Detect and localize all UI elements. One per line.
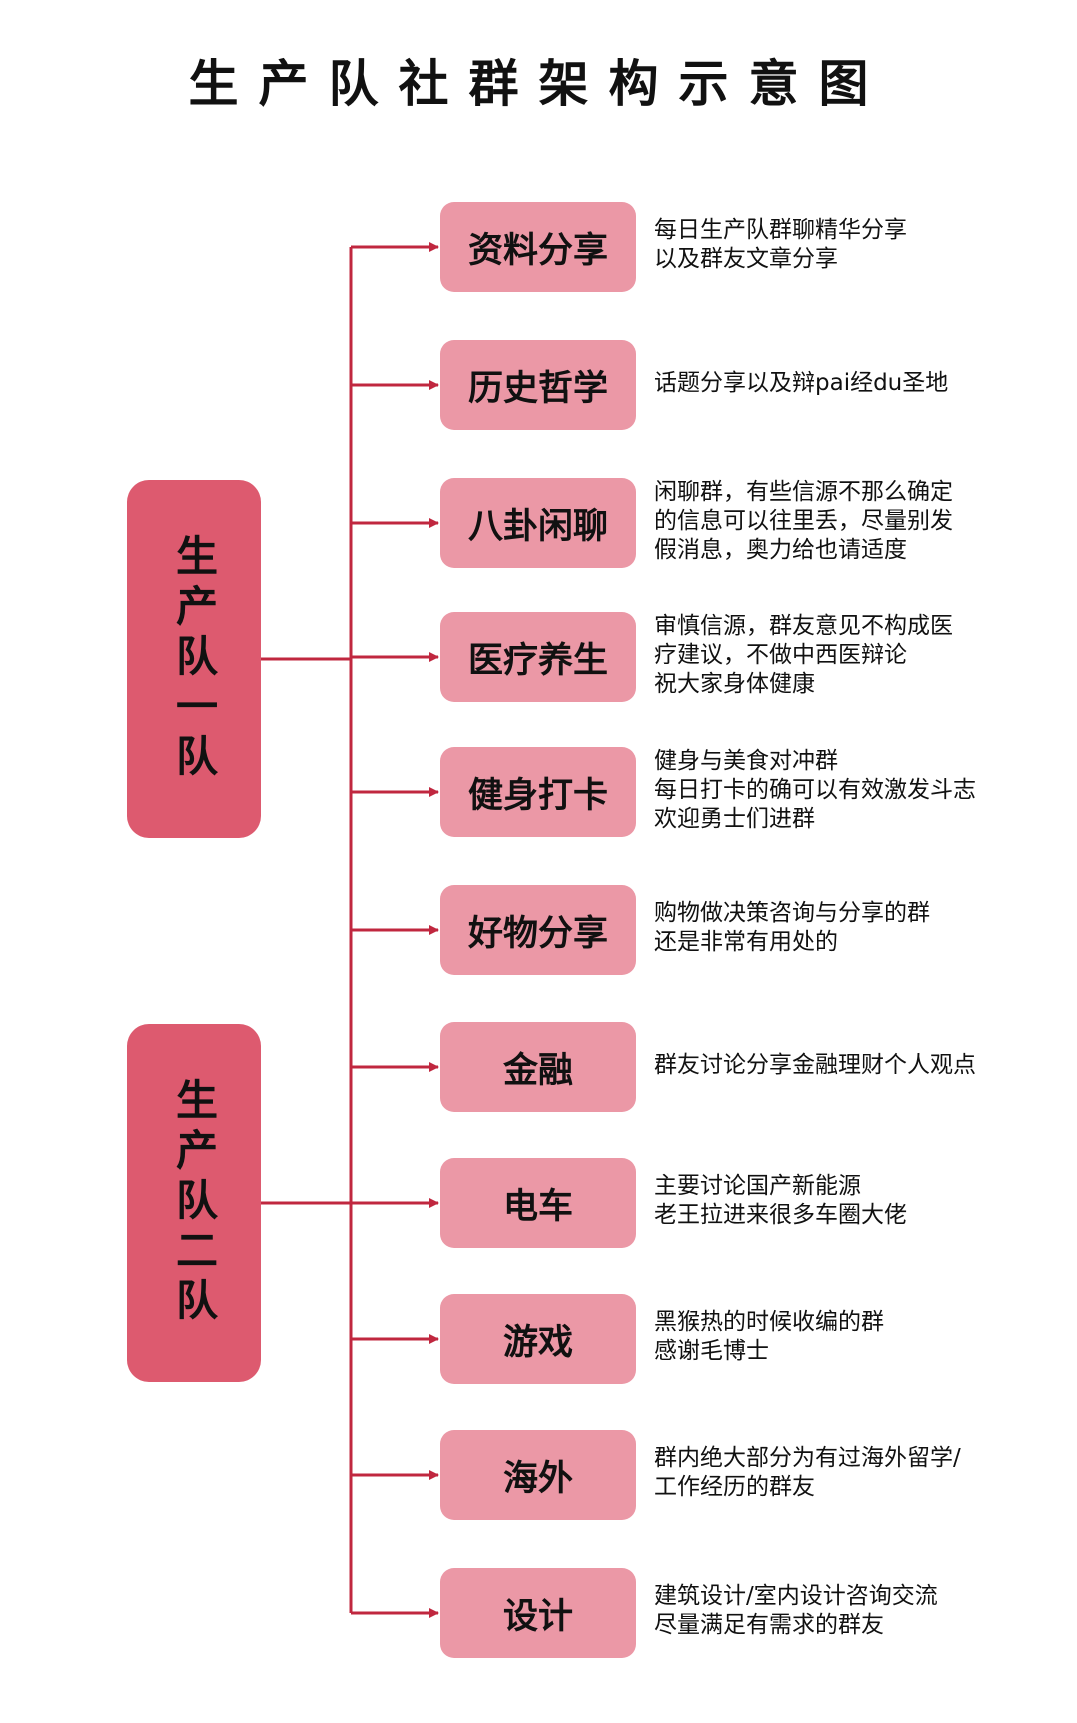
category-label: 好物分享 [467,913,608,954]
category-description: 群内绝大部分为有过海外留学/工作经历的群友 [654,1444,1014,1502]
category-box: 医疗养生 [440,612,636,702]
team-box-1: 生产队一队 [127,480,261,838]
description-line: 健身与美食对冲群 [654,747,838,774]
description-line: 工作经历的群友 [654,1474,815,1500]
description-line: 黑猴热的时候收编的群 [654,1309,884,1335]
category-label: 海外 [502,1458,573,1499]
category-label: 历史哲学 [467,368,608,409]
description-line: 建筑设计/室内设计咨询交流 [654,1583,938,1609]
category-description: 话题分享以及辩pai经du圣地 [654,369,1014,398]
category-label: 设计 [502,1596,573,1637]
category-description: 闲聊群，有些信源不那么确定的信息可以往里丢，尽量别发假消息，奥力给也请适度 [654,478,1014,565]
team-label: 生产队一队 [169,534,219,784]
description-line: 假消息，奥力给也请适度 [654,536,907,563]
category-box: 健身打卡 [440,747,636,837]
category-label: 资料分享 [467,230,608,271]
team-box-2: 生产队二队 [127,1024,261,1382]
description-line: 主要讨论国产新能源 [654,1173,861,1199]
category-description: 黑猴热的时候收编的群感谢毛博士 [654,1308,1014,1366]
description-line: 的信息可以往里丢，尽量别发 [654,507,953,534]
description-line: 尽量满足有需求的群友 [654,1612,884,1638]
page-title: 生产队社群架构示意图 [188,55,889,113]
category-description: 审慎信源，群友意见不构成医疗建议，不做中西医辩论祝大家身体健康 [654,612,1014,699]
category-description: 每日生产队群聊精华分享以及群友文章分享 [654,216,1014,274]
description-line: 每日生产队群聊精华分享 [654,217,907,243]
category-description: 建筑设计/室内设计咨询交流尽量满足有需求的群友 [654,1582,1014,1640]
description-line: 闲聊群，有些信源不那么确定 [654,478,953,505]
description-line: 每日打卡的确可以有效激发斗志 [654,776,976,803]
description-line: 祝大家身体健康 [654,670,815,697]
description-line: 审慎信源，群友意见不构成医 [654,612,953,639]
description-line: 感谢毛博士 [654,1338,769,1364]
category-description: 健身与美食对冲群每日打卡的确可以有效激发斗志欢迎勇士们进群 [654,747,1014,834]
category-label: 电车 [502,1186,573,1227]
category-box: 海外 [440,1430,636,1520]
category-label: 健身打卡 [467,775,608,816]
category-label: 金融 [502,1050,573,1091]
description-line: 群友讨论分享金融理财个人观点 [654,1051,976,1078]
description-line: 欢迎勇士们进群 [654,805,815,832]
category-box: 设计 [440,1568,636,1658]
category-label: 游戏 [502,1322,573,1363]
category-description: 群友讨论分享金融理财个人观点 [654,1051,1014,1080]
category-description: 主要讨论国产新能源老王拉进来很多车圈大佬 [654,1172,1014,1230]
category-label: 八卦闲聊 [467,506,608,547]
description-line: 疗建议，不做中西医辩论 [654,641,907,668]
category-box: 好物分享 [440,885,636,975]
description-line: 还是非常有用处的 [654,929,838,955]
team-label: 生产队二队 [169,1078,219,1328]
description-line: 群内绝大部分为有过海外留学/ [654,1445,961,1471]
description-line: 购物做决策咨询与分享的群 [654,900,930,926]
description-line: 以及群友文章分享 [654,246,838,272]
category-label: 医疗养生 [467,640,608,681]
category-box: 游戏 [440,1294,636,1384]
category-box: 金融 [440,1022,636,1112]
category-description: 购物做决策咨询与分享的群还是非常有用处的 [654,899,1014,957]
description-line: 话题分享以及辩pai经du圣地 [654,369,949,396]
description-line: 老王拉进来很多车圈大佬 [654,1202,907,1228]
category-box: 历史哲学 [440,340,636,430]
category-box: 电车 [440,1158,636,1248]
category-box: 资料分享 [440,202,636,292]
category-box: 八卦闲聊 [440,478,636,568]
